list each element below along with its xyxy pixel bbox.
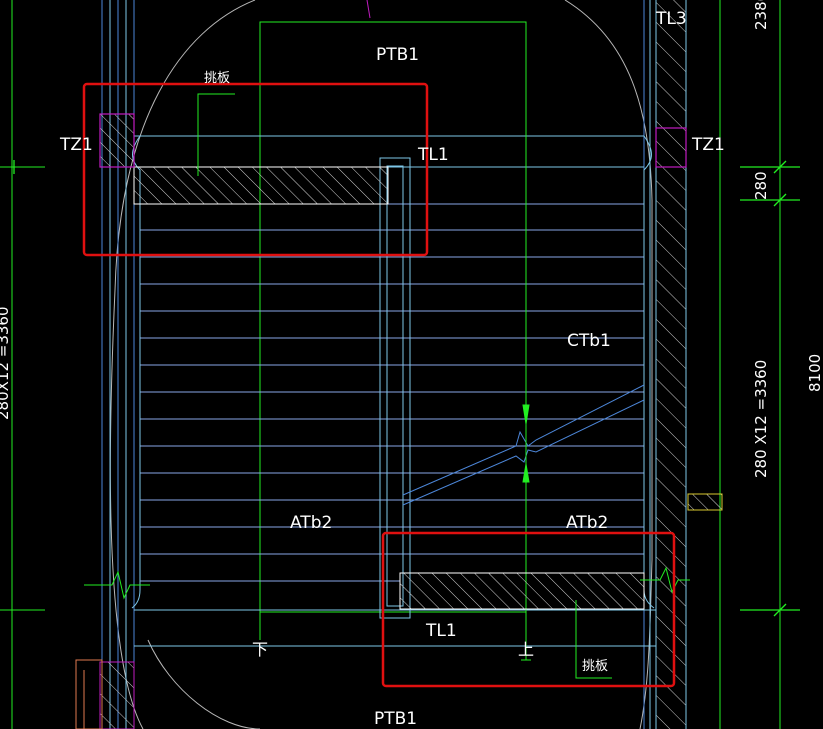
central-beam-tl1	[379, 157, 411, 619]
label-ptb1-bottom: PTB1	[374, 709, 417, 729]
dim-2380: 2380	[752, 0, 770, 30]
label-tl1-bottom: TL1	[425, 621, 457, 641]
dim-280: 280	[752, 171, 770, 200]
right-wall-yellow-patch	[687, 493, 723, 511]
break-symbols	[84, 566, 690, 600]
highlight-box-bottom	[381, 531, 676, 688]
column-tz1-left	[99, 113, 135, 168]
dim-total: 8100	[806, 354, 823, 392]
label-ctb1: CTb1	[567, 331, 611, 351]
dim-left: 280X12 =3360	[0, 306, 12, 420]
dim-steps: 280 X12 =3360	[752, 360, 770, 478]
left-wall-hatch-bottom	[99, 661, 135, 729]
label-ledge-top: 挑板	[204, 71, 230, 86]
stairwell-arc-outline	[109, 0, 653, 729]
bottom-ledge-hatch	[399, 572, 645, 610]
stair-treads	[140, 203, 644, 582]
label-ledge-bottom: 挑板	[582, 659, 608, 674]
label-tz1-right: TZ1	[691, 135, 725, 155]
column-tz1-right	[655, 127, 687, 168]
right-dimension-ticks	[13, 160, 800, 617]
label-up: 上	[518, 640, 534, 659]
direction-arrows	[259, 22, 531, 661]
ledge-leaders	[197, 93, 612, 679]
label-down: 下	[252, 640, 268, 659]
label-tl3: TL3	[655, 9, 687, 29]
highlight-box-top	[82, 82, 429, 257]
label-tz1-left: TZ1	[59, 135, 93, 155]
label-ptb1-top: PTB1	[376, 45, 419, 65]
label-tl1-top: TL1	[417, 145, 449, 165]
label-atb2-left: ATb2	[290, 513, 332, 533]
top-ledge-hatch	[133, 166, 389, 205]
top-mark	[366, 0, 371, 19]
label-atb2-right: ATb2	[566, 513, 608, 533]
landing-arc-bottom	[147, 639, 261, 729]
left-column-orange	[75, 659, 103, 729]
